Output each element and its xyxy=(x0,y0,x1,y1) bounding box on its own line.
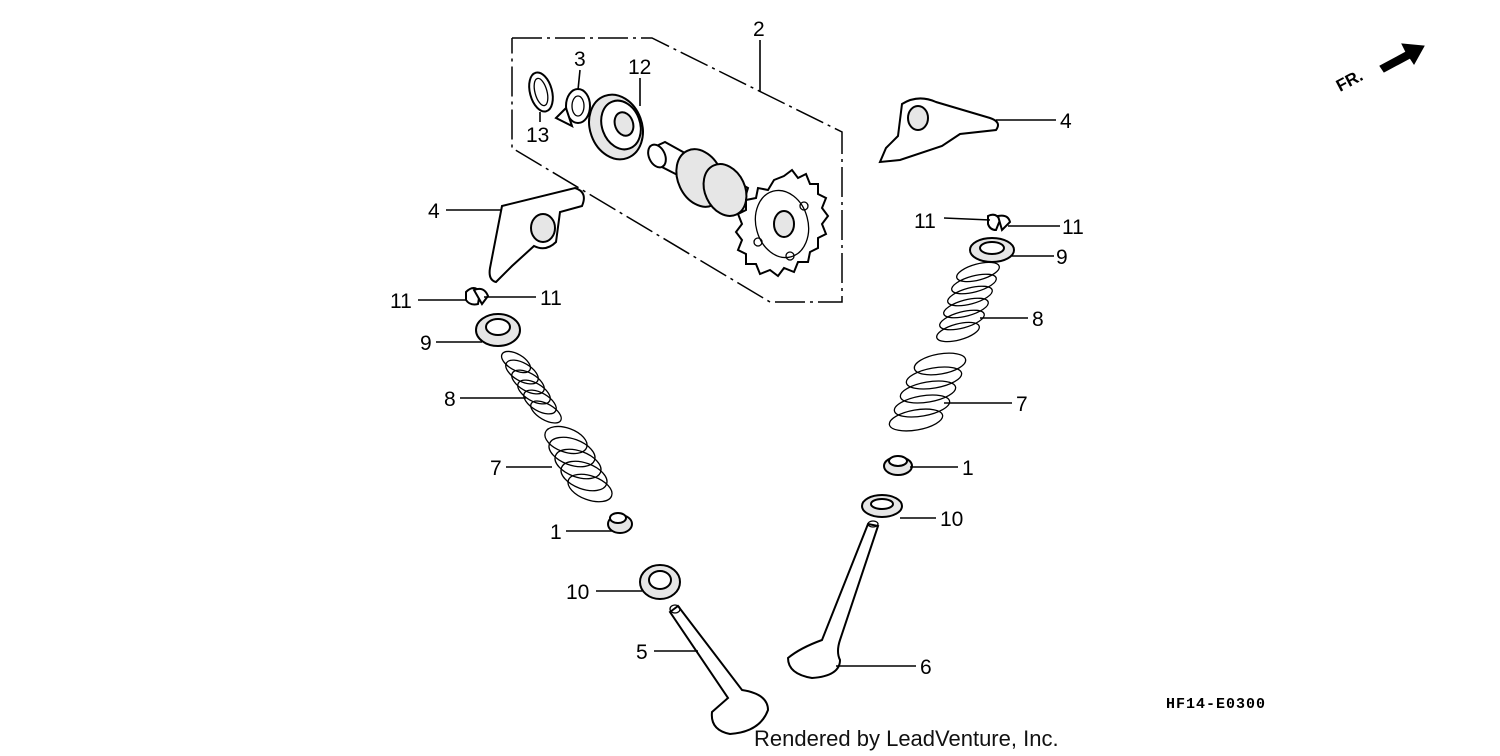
callout-4-right[interactable]: 4 xyxy=(1060,110,1072,133)
callout-2[interactable]: 2 xyxy=(753,18,765,41)
spring-seat-left-part[interactable] xyxy=(639,564,681,600)
callout-3[interactable]: 3 xyxy=(574,48,586,71)
retainer-right-part[interactable] xyxy=(969,237,1015,263)
inner-spring-left-part[interactable] xyxy=(498,347,565,427)
rocker-arm-right-part[interactable] xyxy=(878,97,999,164)
inner-spring-right-part[interactable] xyxy=(935,259,1002,346)
callout-11-right-b[interactable]: 11 xyxy=(1062,216,1084,239)
front-arrow-icon xyxy=(1379,43,1425,73)
callout-7-left[interactable]: 7 xyxy=(490,457,502,480)
cam-stopper-part[interactable] xyxy=(554,88,591,128)
render-credit: Rendered by LeadVenture, Inc. xyxy=(754,726,1059,751)
retainer-left-part[interactable] xyxy=(475,313,521,347)
exhaust-valve-part[interactable] xyxy=(786,520,880,680)
callout-10-right[interactable]: 10 xyxy=(940,508,963,531)
callout-11-left-b[interactable]: 11 xyxy=(540,287,562,310)
callout-11-right-a[interactable]: 11 xyxy=(914,210,936,233)
spring-seat-right-part[interactable] xyxy=(861,494,903,518)
cotter-left-part[interactable] xyxy=(465,287,490,306)
cotter-right-part[interactable] xyxy=(987,213,1012,232)
bearing-part[interactable] xyxy=(580,87,651,167)
callout-4-left[interactable]: 4 xyxy=(428,200,440,223)
diagram-code: HF14-E0300 xyxy=(1166,696,1266,713)
callout-labels: 2 3 12 13 4 4 11 11 11 11 9 9 8 8 7 7 1 … xyxy=(390,18,1084,679)
callout-9-right[interactable]: 9 xyxy=(1056,246,1068,269)
callout-10-left[interactable]: 10 xyxy=(566,581,589,604)
callout-7-right[interactable]: 7 xyxy=(1016,393,1028,416)
camshaft-assembly-bracket xyxy=(511,37,843,303)
callout-1-left[interactable]: 1 xyxy=(550,521,562,544)
circlip-part[interactable] xyxy=(525,70,557,114)
stem-seal-right-part[interactable] xyxy=(883,455,913,476)
intake-valve-part[interactable] xyxy=(668,604,770,736)
stem-seal-left-part[interactable] xyxy=(607,512,633,534)
callout-6[interactable]: 6 xyxy=(920,656,932,679)
leader-lines xyxy=(418,40,1060,667)
rocker-arm-left-part[interactable] xyxy=(488,186,585,284)
callout-9-left[interactable]: 9 xyxy=(420,332,432,355)
callout-12[interactable]: 12 xyxy=(628,56,651,79)
front-direction-label: FR. xyxy=(1333,66,1366,96)
camshaft-part[interactable] xyxy=(645,140,830,278)
outer-spring-right-part[interactable] xyxy=(888,350,968,435)
front-direction-indicator: FR. xyxy=(1333,43,1425,96)
callout-13[interactable]: 13 xyxy=(526,124,549,147)
callout-11-left-a[interactable]: 11 xyxy=(390,290,412,313)
callout-8-right[interactable]: 8 xyxy=(1032,308,1044,331)
callout-5[interactable]: 5 xyxy=(636,641,648,664)
callout-8-left[interactable]: 8 xyxy=(444,388,456,411)
callout-1-right[interactable]: 1 xyxy=(962,457,974,480)
outer-spring-left-part[interactable] xyxy=(541,421,615,507)
